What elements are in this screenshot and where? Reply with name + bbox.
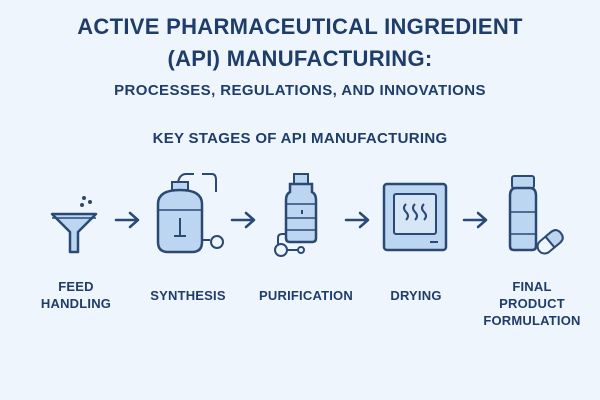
arrow-right-icon: [114, 211, 140, 229]
stage-label-synthesis: SYNTHESIS: [150, 288, 226, 303]
arrow-right-icon: [462, 211, 488, 229]
reactor-icon: [156, 173, 224, 254]
stage-label-drying: DRYING: [390, 288, 442, 303]
purification-column-icon: [274, 173, 318, 257]
funnel-icon: [50, 196, 98, 254]
subtitle: PROCESSES, REGULATIONS, AND INNOVATIONS: [114, 82, 486, 99]
arrow-right-icon: [230, 211, 256, 229]
title-line-2: (API) MANUFACTURING:: [167, 46, 433, 71]
arrow-right-icon: [344, 211, 370, 229]
title-line-1: ACTIVE PHARMACEUTICAL INGREDIENT: [77, 14, 523, 39]
bottle-capsule-icon: [508, 175, 564, 255]
dryer-oven-icon: [382, 182, 448, 252]
section-title: KEY STAGES OF API MANUFACTURING: [152, 130, 448, 147]
stage-label-purification: PURIFICATION: [259, 288, 353, 303]
